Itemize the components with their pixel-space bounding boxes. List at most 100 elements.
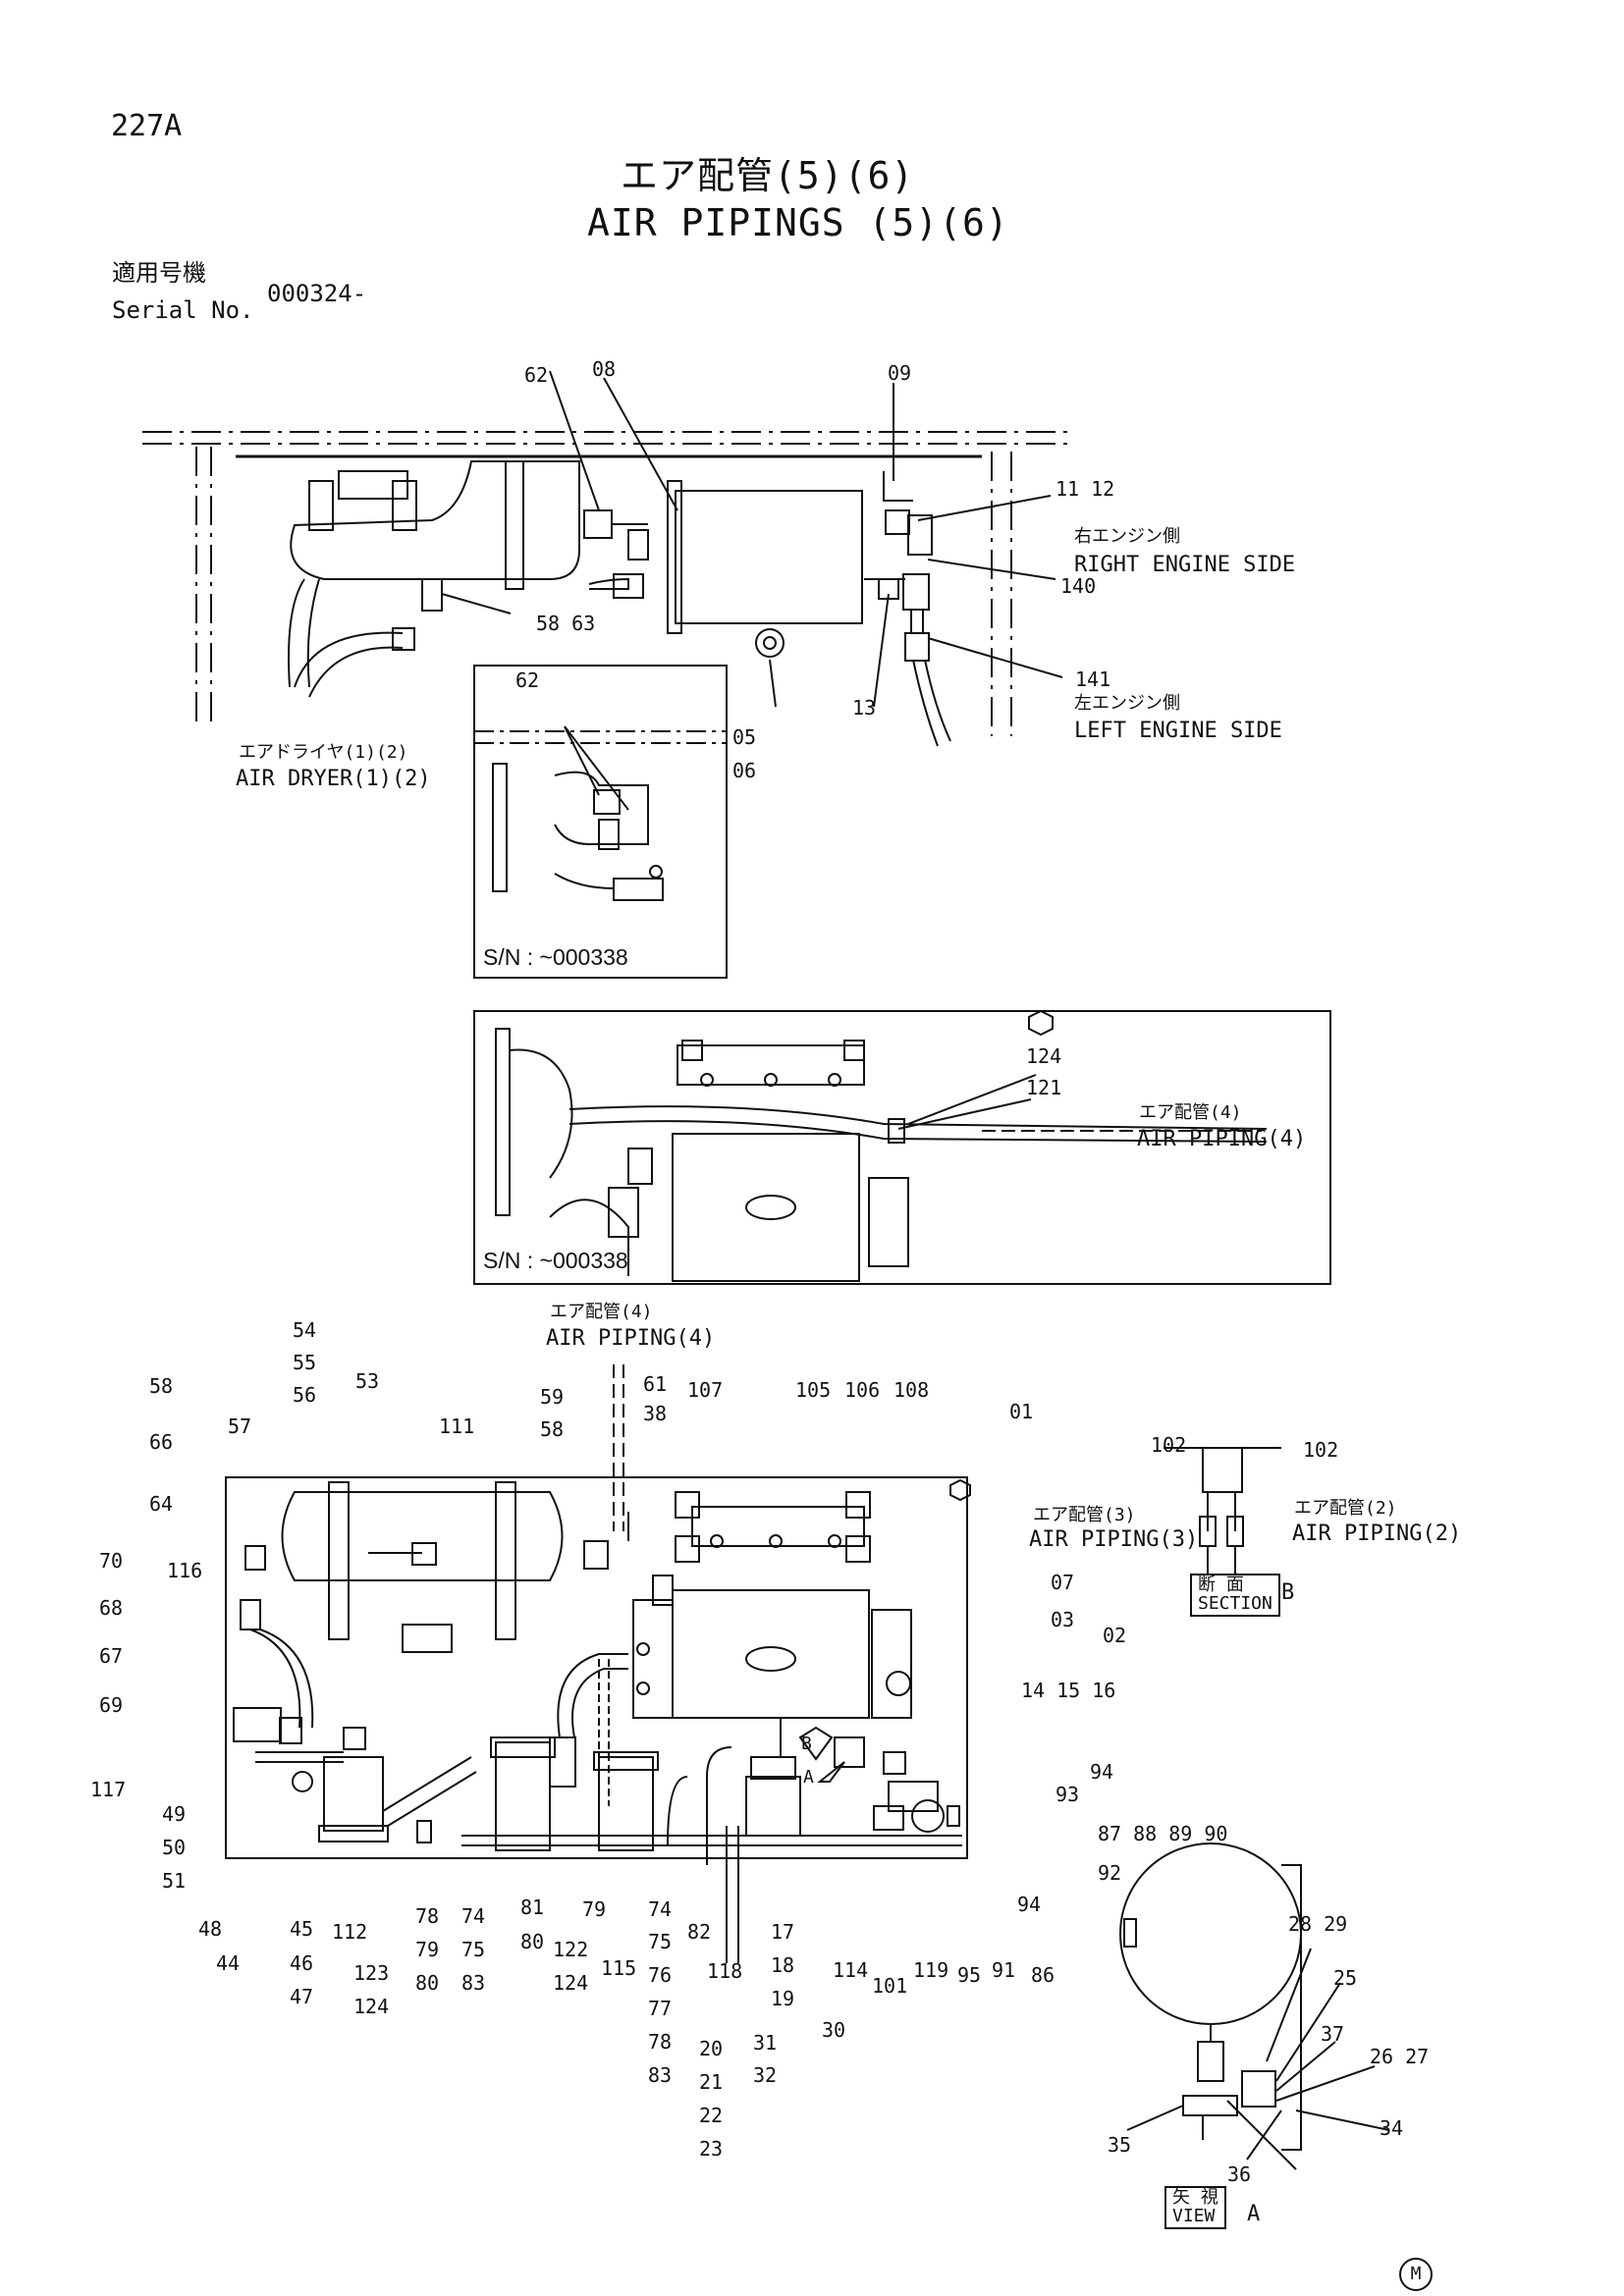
serial-label-japanese: 適用号機: [112, 259, 206, 287]
callout: 17: [771, 1920, 795, 1944]
callout: 123: [353, 1961, 390, 1985]
callout: 122: [553, 1938, 589, 1961]
callout: 01: [1009, 1400, 1034, 1423]
callout: 92: [1098, 1861, 1122, 1885]
callout: 61: [643, 1372, 668, 1396]
callout: 107: [687, 1378, 724, 1402]
view-a-label-en: VIEW: [1172, 2205, 1216, 2226]
callout: 106: [844, 1378, 881, 1402]
callout: 81: [520, 1896, 545, 1919]
inset-2-frame: [473, 1009, 1331, 1285]
callout: 14 15 16: [1021, 1679, 1116, 1702]
callout: 79: [582, 1897, 607, 1921]
air-dryer-label-en: AIR DRYER(1)(2): [236, 767, 431, 791]
arrow-b-marker: B: [801, 1734, 812, 1754]
callout: 83: [461, 1971, 486, 1995]
callout: 102: [1303, 1438, 1339, 1462]
inset-air-piping4-label-ja: エア配管(4): [1139, 1102, 1242, 1123]
callout: 19: [771, 1987, 795, 2010]
section-b-label-en: SECTION: [1198, 1592, 1272, 1614]
left-engine-label-en: LEFT ENGINE SIDE: [1074, 719, 1282, 743]
top-assembly: [142, 370, 1070, 747]
callout: 54: [293, 1318, 317, 1342]
callout: 35: [1108, 2133, 1132, 2157]
callout: 118: [707, 1959, 743, 1983]
main-assembly: [225, 1364, 971, 1963]
callout: 57: [228, 1415, 252, 1438]
callout: 21: [699, 2070, 724, 2094]
callout: 124: [353, 1995, 390, 2018]
callout: 18: [771, 1953, 795, 1977]
callout: 94: [1090, 1760, 1114, 1784]
callout: 82: [687, 1920, 712, 1944]
callout: 51: [162, 1869, 187, 1893]
callout: 124: [1026, 1044, 1062, 1068]
callout: 02: [1103, 1624, 1127, 1647]
title-japanese: エア配管(5)(6): [621, 154, 915, 197]
view-a-drawing: [1119, 1842, 1390, 2170]
callout: 108: [893, 1378, 930, 1402]
callout: 115: [601, 1956, 637, 1980]
arrow-a-marker: A: [803, 1767, 814, 1788]
callout: 44: [216, 1951, 241, 1975]
callout: 58 63: [536, 612, 596, 635]
callout: 119: [913, 1958, 949, 1982]
callout: 64: [149, 1492, 174, 1516]
callout: 34: [1380, 2116, 1404, 2140]
callout: 03: [1051, 1608, 1075, 1631]
callout: 20: [699, 2037, 724, 2060]
callout: 75: [648, 1930, 673, 1953]
callout: 140: [1060, 574, 1097, 598]
view-a-label-ja: 矢 視: [1172, 2187, 1218, 2208]
air-piping3-label-en: AIR PIPING(3): [1029, 1527, 1199, 1552]
callout: 47: [290, 1985, 314, 2008]
callout: 66: [149, 1430, 174, 1454]
callout: 121: [1026, 1076, 1062, 1099]
callout: 86: [1031, 1963, 1056, 1987]
callout: 116: [167, 1559, 203, 1582]
callout: 67: [99, 1644, 124, 1668]
page-code: 227A: [111, 109, 183, 143]
callout: 56: [293, 1383, 317, 1407]
callout: 38: [643, 1402, 668, 1425]
main-air-piping4-label-en: AIR PIPING(4): [546, 1326, 716, 1351]
callout: 141: [1075, 667, 1111, 691]
callout: 117: [90, 1778, 127, 1801]
section-b-tag: 断 面 SECTION: [1190, 1574, 1280, 1617]
callout: 80: [520, 1930, 545, 1953]
callout: 91: [992, 1958, 1016, 1982]
callout: 06: [732, 759, 757, 782]
section-b-letter: B: [1281, 1580, 1295, 1605]
inset-air-piping4-label-en: AIR PIPING(4): [1137, 1127, 1307, 1151]
callout: 105: [795, 1378, 832, 1402]
callout: 101: [872, 1974, 908, 1998]
callout: 87 88 89 90: [1098, 1822, 1228, 1845]
callout: 30: [822, 2018, 846, 2042]
callout: 11 12: [1056, 477, 1115, 501]
callout: 07: [1051, 1571, 1075, 1594]
callout: 114: [833, 1958, 869, 1982]
callout: 58: [540, 1417, 565, 1441]
callout: 28 29: [1288, 1912, 1348, 1936]
callout: 74: [648, 1897, 673, 1921]
callout: 32: [753, 2063, 778, 2087]
callout: 102: [1151, 1433, 1187, 1457]
air-piping3-label-ja: エア配管(3): [1033, 1505, 1136, 1525]
callout: 69: [99, 1693, 124, 1717]
callout: 55: [293, 1351, 317, 1374]
air-piping2-label-ja: エア配管(2): [1294, 1498, 1397, 1519]
air-piping2-label-en: AIR PIPING(2): [1292, 1522, 1462, 1546]
view-a-letter: A: [1247, 2202, 1261, 2226]
callout: 23: [699, 2137, 724, 2161]
left-engine-label-ja: 左エンジン側: [1074, 693, 1180, 714]
title-english: AIR PIPINGS (5)(6): [587, 201, 1009, 244]
inset-1-frame: [473, 665, 728, 979]
section-b-drawing: [1164, 1447, 1281, 1575]
serial-number-value: 000324-: [267, 280, 367, 307]
callout: 25: [1333, 1966, 1358, 1990]
callout: 59: [540, 1385, 565, 1409]
callout: 79: [415, 1938, 440, 1961]
callout: 95: [957, 1963, 982, 1987]
callout: 09: [888, 361, 912, 385]
